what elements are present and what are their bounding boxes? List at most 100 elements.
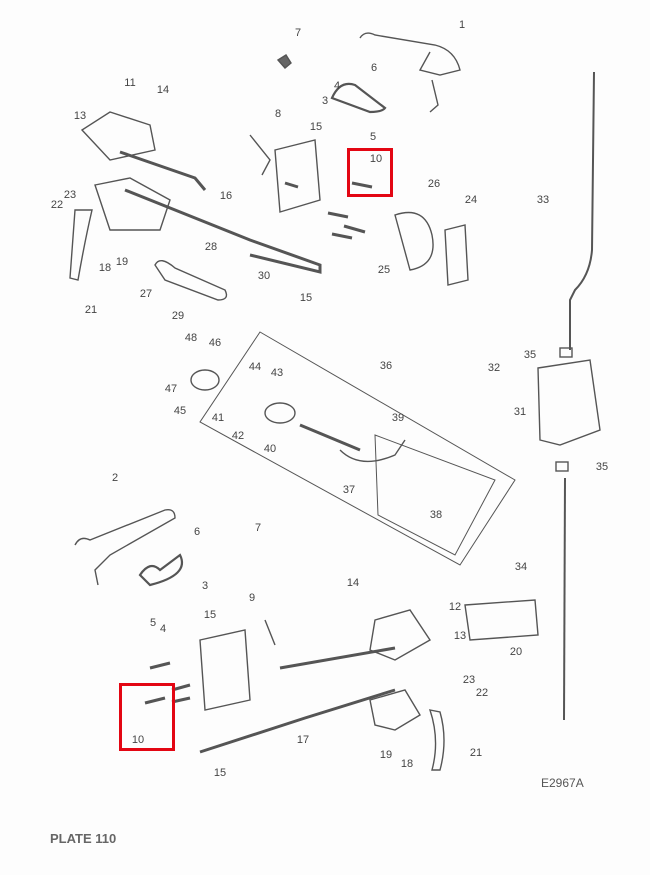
striker-24	[444, 224, 469, 286]
escutcheon-40	[264, 402, 296, 424]
gasket-45	[190, 369, 220, 391]
callout-part-43: 43	[270, 367, 284, 379]
callout-part-8: 8	[274, 108, 282, 120]
callout-part-6: 6	[370, 62, 378, 74]
callout-part-29: 29	[171, 310, 185, 322]
gasket-6	[330, 82, 387, 114]
highlight-box-part-10-upper	[347, 148, 393, 197]
callout-part-19: 19	[379, 749, 393, 761]
callout-part-7: 7	[294, 27, 302, 39]
finisher-20	[464, 599, 539, 641]
callout-part-30: 30	[257, 270, 271, 282]
callout-part-21: 21	[84, 304, 98, 316]
drawing-code: E2967A	[541, 776, 584, 790]
callout-part-23: 23	[462, 674, 476, 686]
callout-part-46: 46	[208, 337, 222, 349]
bush-35-lower	[555, 461, 569, 472]
lock-kit-box-36	[199, 331, 516, 566]
callout-part-6: 6	[193, 526, 201, 538]
callout-part-35: 35	[595, 461, 609, 473]
bellcrank-31	[537, 359, 601, 446]
callout-part-24: 24	[464, 194, 478, 206]
callout-part-37: 37	[342, 484, 356, 496]
lock-body-9	[199, 629, 251, 711]
callout-part-10: 10	[131, 734, 145, 746]
rod-17	[199, 688, 396, 754]
callout-part-44: 44	[248, 361, 262, 373]
exterior-handle-lower-2	[74, 508, 176, 586]
clip-7	[276, 54, 292, 69]
callout-part-39: 39	[391, 412, 405, 424]
callout-part-23: 23	[63, 189, 77, 201]
callout-part-10: 10	[369, 153, 383, 165]
callout-part-5: 5	[149, 617, 157, 629]
callout-part-15: 15	[299, 292, 313, 304]
rod-33	[569, 71, 595, 350]
callout-part-32: 32	[487, 362, 501, 374]
callout-part-45: 45	[173, 405, 187, 417]
bush-35-upper	[559, 347, 573, 358]
callout-part-18: 18	[400, 758, 414, 770]
callout-part-48: 48	[184, 332, 198, 344]
callout-part-3: 3	[321, 95, 329, 107]
callout-part-20: 20	[509, 646, 523, 658]
callout-part-15: 15	[213, 767, 227, 779]
callout-part-11: 11	[124, 77, 136, 89]
callout-part-21: 21	[469, 747, 483, 759]
callout-part-18: 18	[98, 262, 112, 274]
callout-part-4: 4	[333, 80, 341, 92]
callout-part-3: 3	[201, 580, 209, 592]
callout-part-1: 1	[458, 19, 466, 31]
callout-part-38: 38	[429, 509, 443, 521]
latch-lower	[369, 689, 421, 731]
screw-10-lower	[144, 696, 166, 705]
gasket-6-lower	[138, 553, 183, 587]
latch-mechanism	[94, 177, 171, 231]
callout-part-27: 27	[139, 288, 153, 300]
callout-part-41: 41	[211, 412, 225, 424]
callout-part-34: 34	[514, 561, 528, 573]
rod-16	[124, 188, 322, 274]
callout-part-2: 2	[111, 472, 119, 484]
callout-part-28: 28	[204, 241, 218, 253]
callout-part-25: 25	[377, 264, 391, 276]
callout-part-35: 35	[523, 349, 537, 361]
remote-control-12	[369, 609, 431, 661]
highlight-box-part-10-lower	[119, 683, 175, 751]
callout-part-31: 31	[513, 406, 527, 418]
handle-21-lower	[428, 709, 445, 771]
pull-handle-27	[154, 260, 228, 301]
callout-part-5: 5	[369, 131, 377, 143]
callout-part-12: 12	[448, 601, 462, 613]
callout-part-42: 42	[231, 430, 245, 442]
callout-part-7: 7	[254, 522, 262, 534]
callout-part-13: 13	[453, 630, 467, 642]
callout-part-47: 47	[164, 383, 178, 395]
callout-part-14: 14	[346, 577, 360, 589]
boot-handle	[339, 439, 406, 463]
callout-part-17: 17	[296, 734, 310, 746]
callout-part-40: 40	[263, 443, 277, 455]
lock-barrel-box-37	[374, 434, 496, 556]
rod-34	[563, 477, 566, 721]
callout-part-36: 36	[379, 360, 393, 372]
callout-part-26: 26	[427, 178, 441, 190]
callout-part-33: 33	[536, 194, 550, 206]
callout-part-19: 19	[115, 256, 129, 268]
callout-part-15: 15	[203, 609, 217, 621]
striker-plate-26	[394, 211, 434, 271]
callout-part-13: 13	[73, 110, 87, 122]
callout-part-4: 4	[159, 623, 167, 635]
plate-label: PLATE 110	[50, 831, 117, 846]
remote-control-11	[80, 111, 156, 161]
exterior-handle-upper	[359, 32, 461, 76]
callout-part-15: 15	[309, 121, 323, 133]
callout-part-16: 16	[219, 190, 233, 202]
callout-part-14: 14	[156, 84, 170, 96]
screw-10-upper	[351, 181, 373, 189]
lock-body-8	[274, 139, 321, 213]
callout-part-22: 22	[50, 199, 64, 211]
handle-21	[69, 209, 93, 281]
